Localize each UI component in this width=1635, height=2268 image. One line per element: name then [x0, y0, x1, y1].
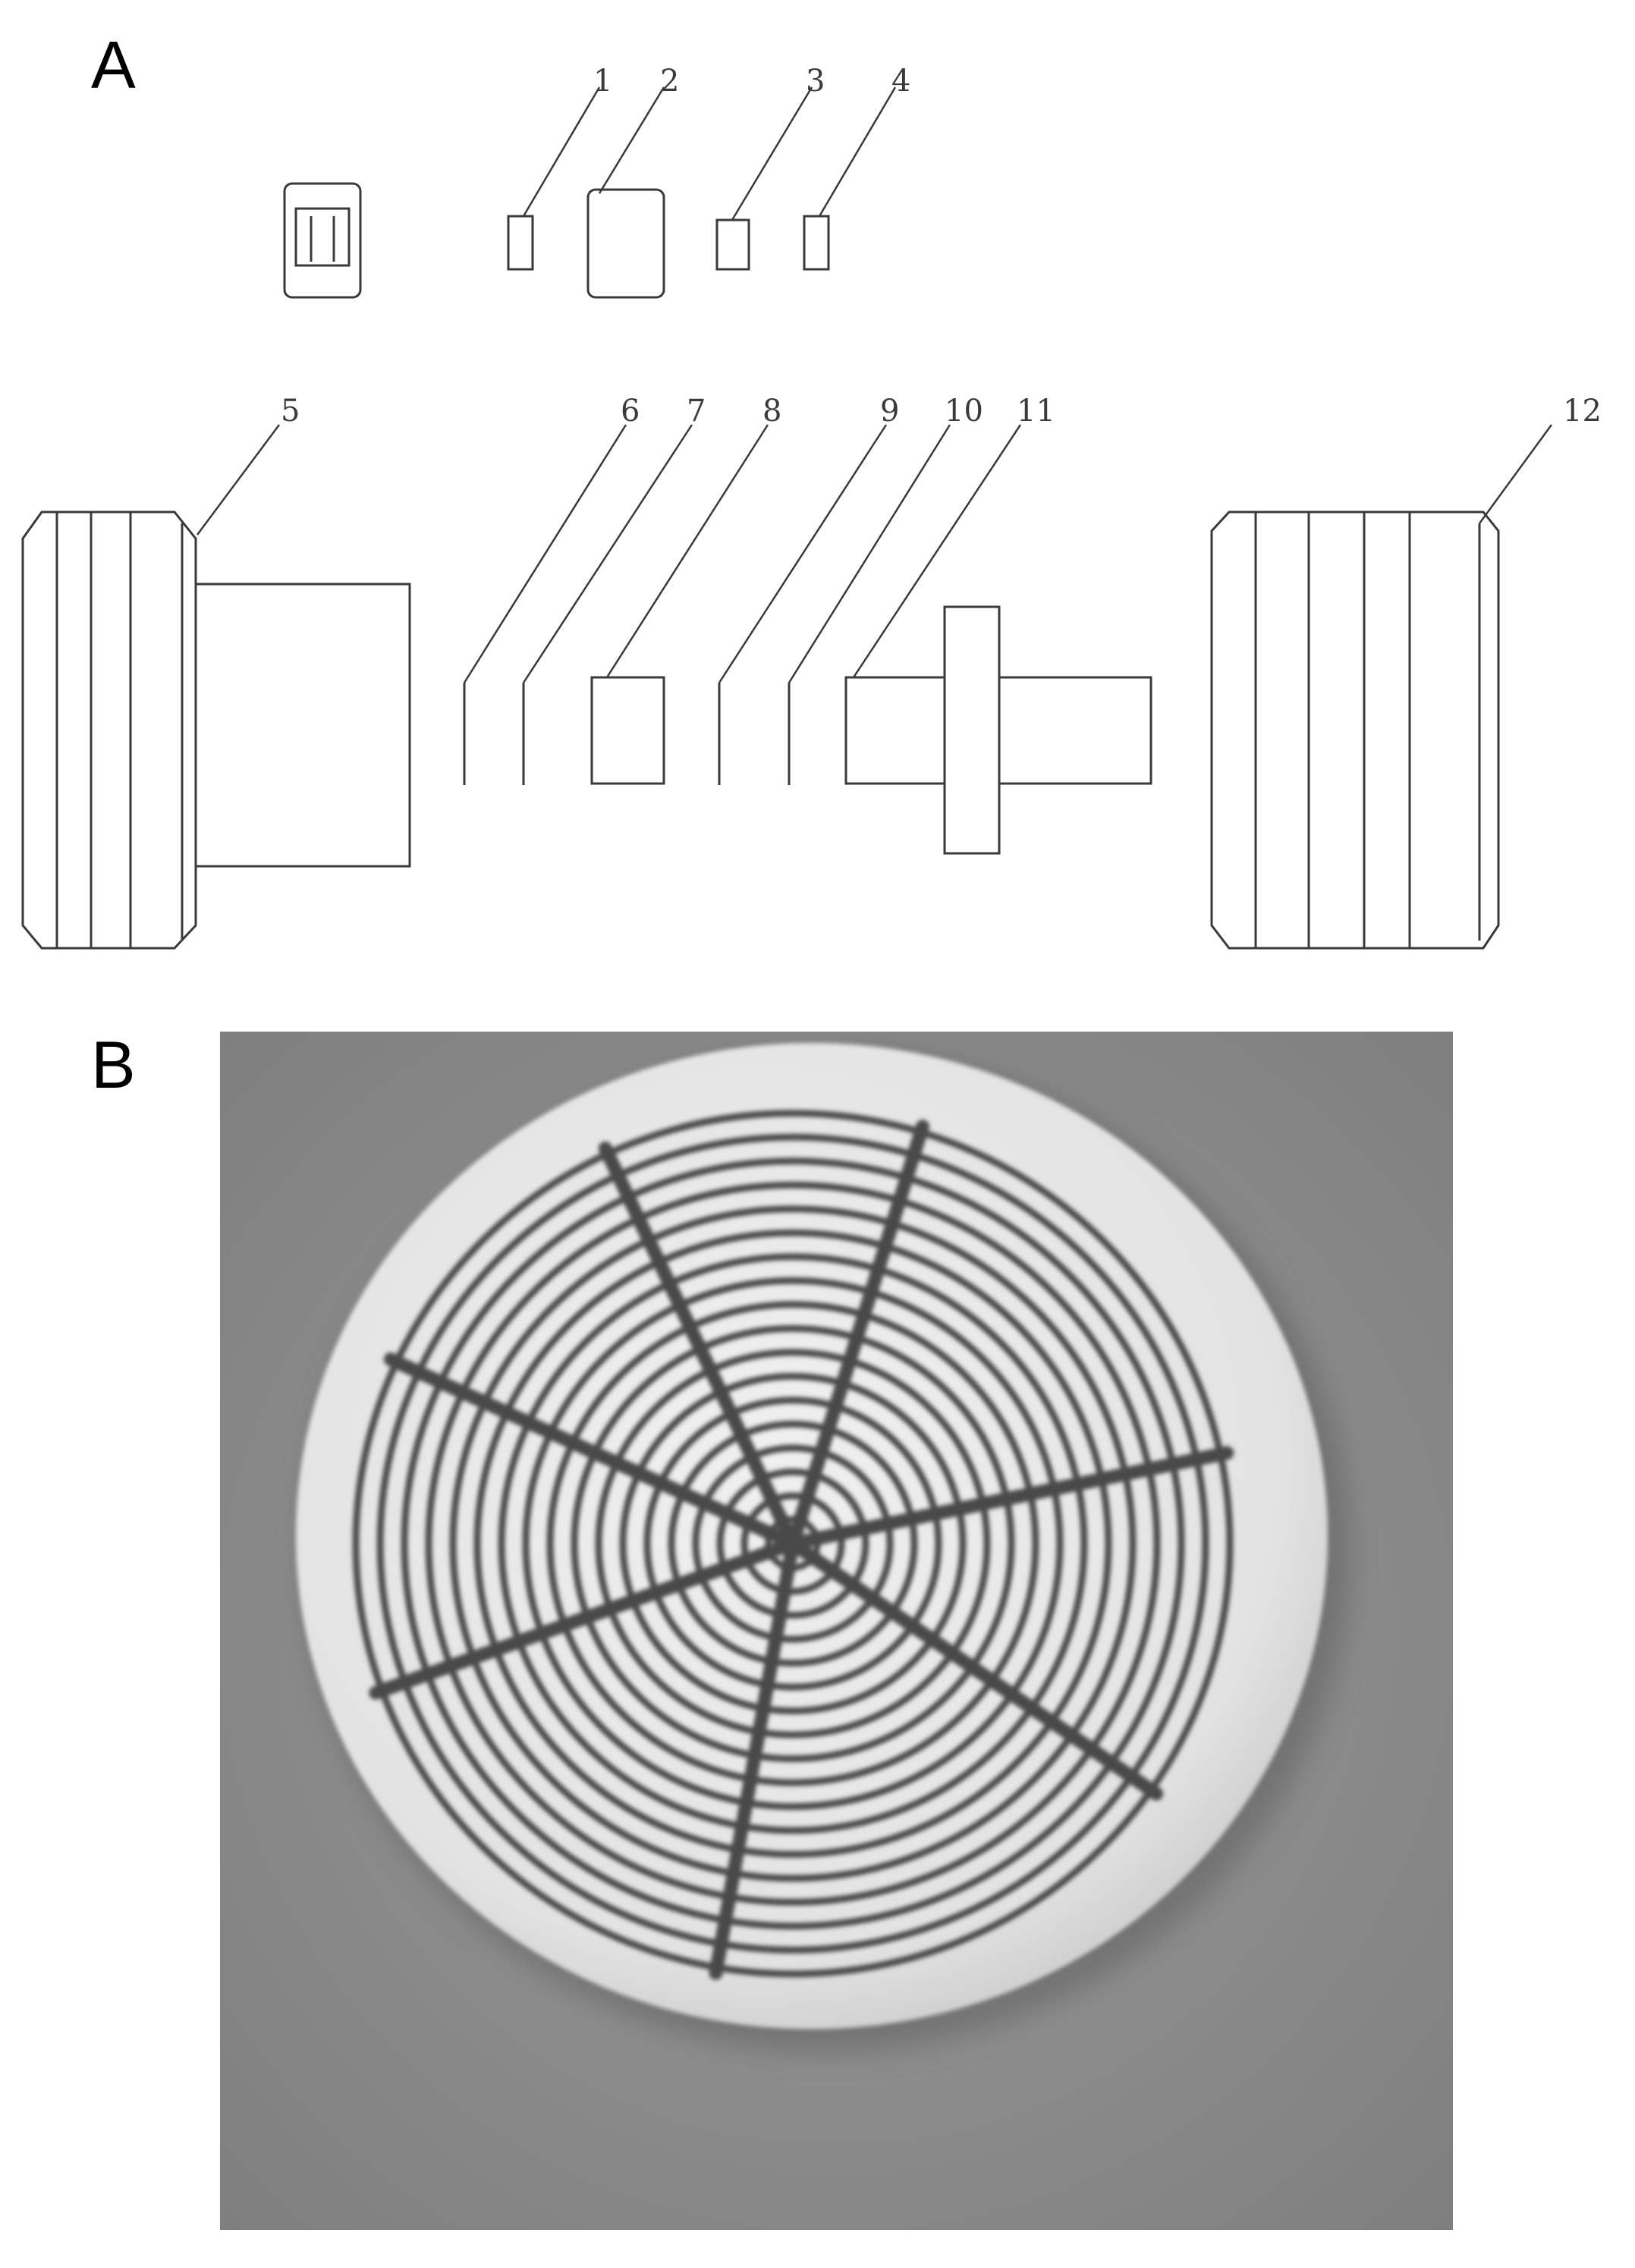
groove-ring — [643, 1396, 942, 1691]
part-number-10: 10 — [945, 394, 983, 429]
radial-groove — [786, 1446, 1234, 1550]
part-number-1: 1 — [593, 64, 612, 99]
radial-groove — [598, 1141, 800, 1550]
leader-line-6 — [463, 424, 627, 683]
leader-line-4 — [818, 86, 897, 217]
part-number-11: 11 — [1017, 394, 1055, 429]
groove-ring — [571, 1324, 1015, 1763]
panel-label-a: A — [91, 27, 136, 102]
leader-line-9 — [718, 424, 888, 683]
groove-ring — [498, 1253, 1088, 1834]
groove-ring — [619, 1372, 967, 1715]
leader-line-7 — [522, 424, 693, 683]
part-number-6: 6 — [621, 394, 640, 429]
part-number-4: 4 — [891, 64, 910, 99]
part-number-9: 9 — [880, 394, 899, 429]
part-12-right-housing — [1210, 510, 1500, 950]
groove-ring — [473, 1229, 1112, 1858]
groove-ring — [425, 1181, 1161, 1906]
part-number-7: 7 — [687, 394, 706, 429]
part-2 — [586, 188, 665, 299]
leader-line-10 — [788, 424, 951, 683]
leader-line-2 — [598, 86, 665, 194]
part-number-3: 3 — [806, 64, 825, 99]
leader-line-5 — [196, 424, 281, 536]
radial-groove — [786, 1120, 930, 1550]
part-11-shaft — [844, 605, 1152, 855]
radial-groove — [786, 1537, 1164, 1801]
groove-ring — [401, 1158, 1185, 1930]
part-8 — [590, 676, 665, 785]
leader-line-1 — [522, 86, 601, 217]
radial-groove — [709, 1537, 800, 1981]
leader-line-8 — [605, 424, 769, 678]
part-5-left-housing — [21, 510, 411, 950]
part-4 — [803, 215, 830, 271]
leader-line-11 — [852, 424, 1022, 678]
groove-ring — [546, 1301, 1039, 1786]
part-3 — [715, 218, 750, 271]
groove-ring — [595, 1349, 991, 1739]
radial-groove — [369, 1537, 800, 1700]
leader-line-3 — [731, 86, 813, 221]
groove-ring — [692, 1444, 894, 1643]
small-cap-part — [283, 182, 362, 299]
groove-ring — [352, 1110, 1234, 1977]
groove-ring — [716, 1468, 869, 1619]
radial-groove — [383, 1352, 800, 1550]
concentric-grooves — [352, 1110, 1234, 1977]
groove-ring — [449, 1205, 1137, 1882]
part-1 — [507, 215, 534, 271]
leader-line-12 — [1478, 424, 1553, 524]
radial-grooves — [369, 1120, 1234, 1981]
spiral-electrode-photo — [220, 1032, 1453, 2230]
part-number-8: 8 — [762, 394, 781, 429]
part-number-5: 5 — [281, 394, 300, 429]
groove-ring — [740, 1492, 845, 1595]
groove-ring — [668, 1420, 918, 1667]
groove-ring — [522, 1277, 1064, 1811]
groove-ring — [376, 1133, 1209, 1954]
part-number-2: 2 — [660, 64, 679, 99]
part-number-12: 12 — [1563, 394, 1602, 429]
panel-label-b: B — [91, 1027, 136, 1102]
